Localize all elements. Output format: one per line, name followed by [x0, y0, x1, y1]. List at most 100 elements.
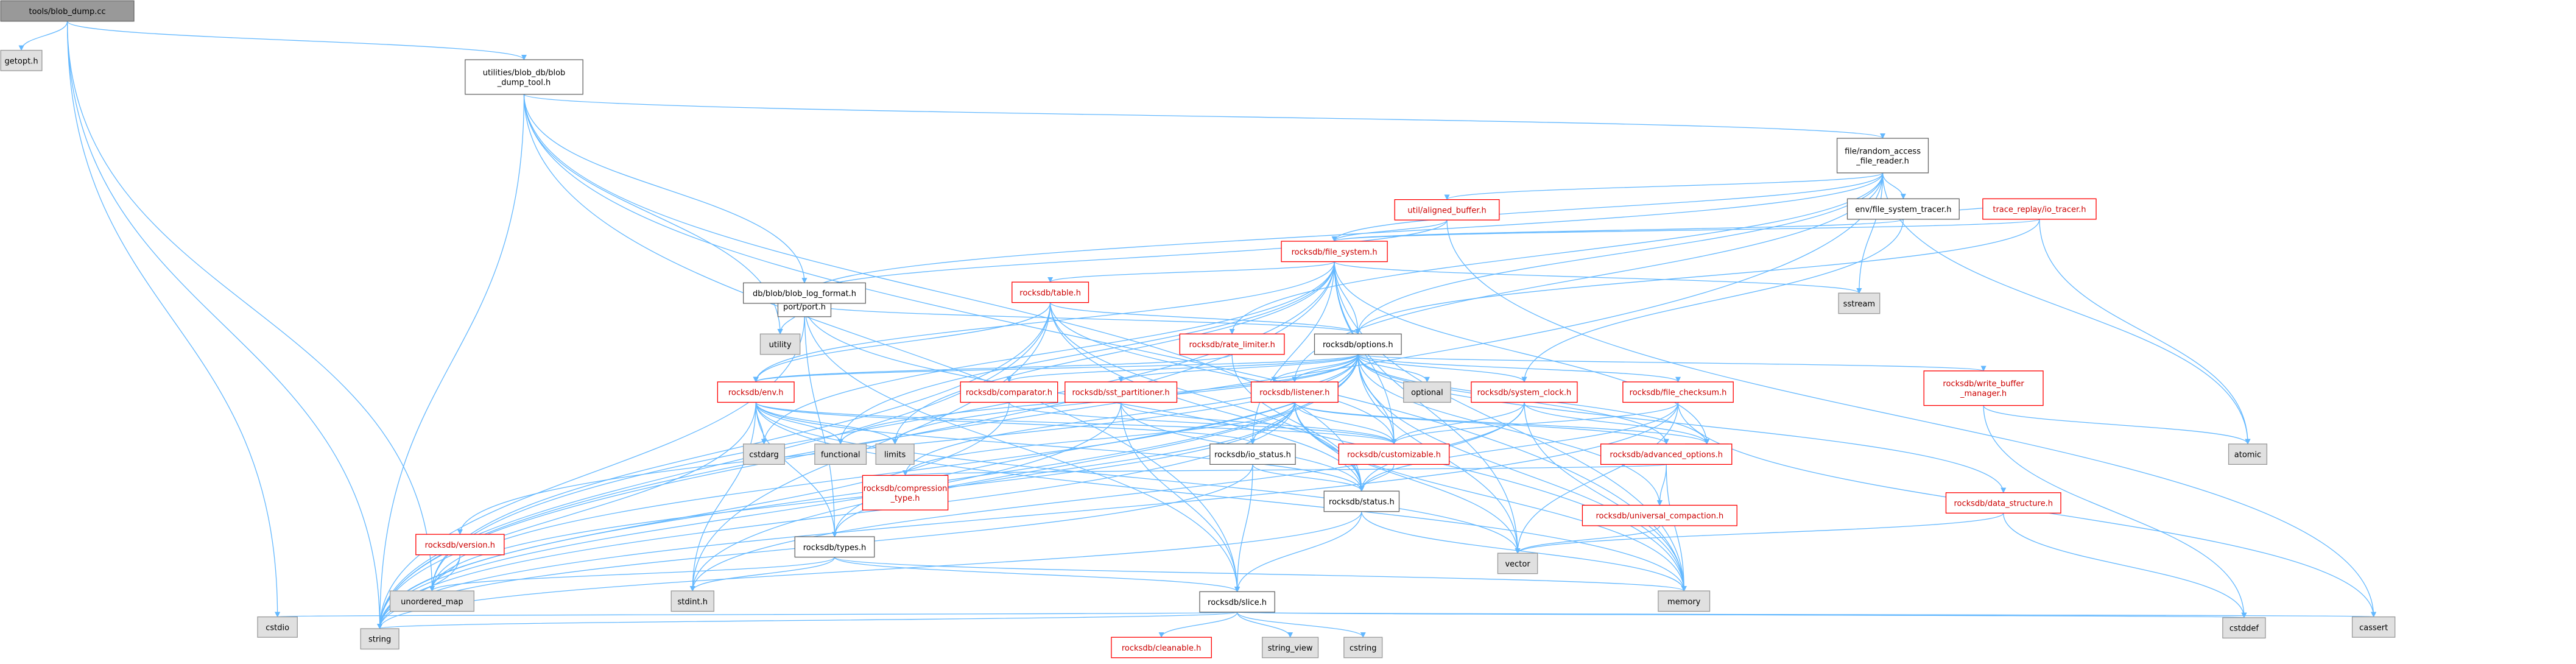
node-box — [814, 443, 867, 465]
edge-univcomp-to-vector — [1515, 525, 1660, 554]
node-version[interactable]: rocksdb/version.h — [415, 534, 505, 556]
node-listener[interactable]: rocksdb/listener.h — [1250, 381, 1339, 403]
node-box — [1314, 333, 1402, 355]
node-comparator[interactable]: rocksdb/comparator.h — [960, 381, 1058, 403]
node-box — [1179, 333, 1285, 355]
edge-env-to-memory — [755, 402, 1687, 592]
node-bloblog[interactable]: db/blob/blob_log_format.h — [743, 282, 866, 304]
node-label: string — [368, 635, 391, 645]
edge-sysclock-to-memory — [1524, 402, 1687, 592]
edge-sysclock-to-stdint — [689, 402, 1525, 592]
node-rafr[interactable]: file/random_access_file_reader.h — [1836, 138, 1929, 174]
edge-filesys-to-table — [1047, 261, 1335, 283]
edge-iotracer-to-atomic — [2039, 219, 2251, 445]
node-blobtool[interactable]: utilities/blob_db/blob_dump_tool.h — [465, 59, 583, 95]
node-customizable[interactable]: rocksdb/customizable.h — [1338, 443, 1450, 465]
edge-options-to-datastruct — [1357, 354, 2007, 493]
node-box — [0, 0, 135, 22]
node-label: db/blob/blob_log_format.h — [753, 289, 856, 298]
node-box — [2351, 616, 2396, 638]
node-box — [1471, 381, 1578, 403]
node-wbm[interactable]: rocksdb/write_buffer_manager.h — [1923, 370, 2044, 406]
edge-checksum-to-status — [1359, 402, 1679, 492]
node-checksum[interactable]: rocksdb/file_checksum.h — [1622, 381, 1734, 403]
edge-options-to-listener — [1292, 354, 1359, 383]
node-box — [1923, 370, 2044, 406]
node-options[interactable]: rocksdb/options.h — [1314, 333, 1402, 355]
edge-alignbuf-to-cassert — [1446, 220, 2377, 618]
edge-comparator-to-customizable — [1008, 402, 1397, 445]
node-stdint: stdint.h — [670, 590, 714, 612]
node-label: _dump_tool.h — [497, 78, 551, 87]
node-label: rocksdb/advanced_options.h — [1610, 451, 1723, 460]
node-label: stdint.h — [678, 598, 708, 607]
node-sstpart[interactable]: rocksdb/sst_partitioner.h — [1065, 381, 1178, 403]
edge-options-to-stddefh — [1271, 354, 1359, 383]
node-label: rocksdb/rate_limiter.h — [1189, 341, 1275, 350]
node-univcomp[interactable]: rocksdb/universal_compaction.h — [1582, 504, 1737, 526]
node-cleanable[interactable]: rocksdb/cleanable.h — [1111, 637, 1212, 659]
node-box — [465, 59, 583, 95]
node-box — [257, 616, 298, 638]
node-iostatus[interactable]: rocksdb/io_status.h — [1209, 443, 1296, 465]
node-advopts[interactable]: rocksdb/advanced_options.h — [1600, 443, 1733, 465]
node-root[interactable]: tools/blob_dump.cc — [0, 0, 135, 22]
node-fst[interactable]: env/file_system_tracer.h — [1846, 198, 1960, 220]
edge-types-to-memory — [834, 557, 1687, 592]
node-box — [1982, 198, 2097, 220]
node-status[interactable]: rocksdb/status.h — [1323, 490, 1400, 512]
node-sysclock[interactable]: rocksdb/system_clock.h — [1471, 381, 1578, 403]
edge-options-to-optional — [1357, 354, 1430, 383]
node-env[interactable]: rocksdb/env.h — [717, 381, 795, 403]
node-box — [1250, 381, 1339, 403]
node-table[interactable]: rocksdb/table.h — [1012, 281, 1089, 303]
edge-blobtool-to-bloblog — [523, 94, 808, 284]
node-label: atomic — [2234, 451, 2261, 460]
edge-root-to-getopt — [18, 21, 68, 51]
node-cstdio: cstdio — [257, 616, 298, 638]
node-label: rocksdb/options.h — [1323, 341, 1393, 350]
node-label: rocksdb/sst_partitioner.h — [1072, 389, 1170, 398]
edge-listener-to-comptype — [903, 402, 1295, 476]
node-datastruct[interactable]: rocksdb/data_structure.h — [1945, 492, 2061, 514]
node-label: vector — [1505, 560, 1530, 569]
edge-slice-to-cassert — [1236, 611, 2374, 618]
node-iotracer[interactable]: trace_replay/io_tracer.h — [1982, 198, 2097, 220]
node-label: rocksdb/slice.h — [1208, 598, 1267, 607]
node-types[interactable]: rocksdb/types.h — [794, 536, 875, 558]
edge-table-to-string — [377, 302, 1051, 629]
node-string_view: string_view — [1262, 637, 1319, 659]
node-functional: functional — [814, 443, 867, 465]
node-layer: tools/blob_dump.ccgetopt.hutilities/blob… — [0, 0, 2396, 659]
node-label: utility — [769, 341, 792, 350]
node-ratelim[interactable]: rocksdb/rate_limiter.h — [1179, 333, 1285, 355]
node-comptype[interactable]: rocksdb/compression_type.h — [862, 475, 949, 510]
node-box — [1497, 553, 1538, 574]
node-filesys[interactable]: rocksdb/file_system.h — [1281, 241, 1388, 263]
node-label: _manager.h — [1960, 389, 2007, 398]
edge-listener-to-string — [377, 402, 1295, 629]
edge-filesys-to-cstdarg — [761, 261, 1335, 445]
edge-options-to-customizable — [1357, 354, 1397, 445]
node-slice[interactable]: rocksdb/slice.h — [1199, 591, 1275, 613]
edge-listener-to-status — [1294, 402, 1365, 492]
node-box — [1199, 591, 1275, 613]
node-alignbuf[interactable]: util/aligned_buffer.h — [1394, 199, 1500, 221]
edge-filesys-to-unordered_map — [429, 261, 1335, 592]
edge-checksum-to-vector — [1515, 402, 1679, 554]
edge-blobtool-to-rafr — [523, 94, 1885, 139]
node-label: trace_replay/io_tracer.h — [1993, 205, 2086, 214]
edge-table-to-unordered_map — [429, 302, 1051, 592]
node-label: _type.h — [890, 494, 920, 503]
edge-iostatus-to-status — [1252, 464, 1365, 492]
edge-options-to-sstpart — [1118, 354, 1359, 383]
edge-blobtool-to-utility — [523, 94, 783, 335]
node-label: rocksdb/status.h — [1329, 498, 1395, 507]
node-label: cstddef — [2229, 624, 2259, 634]
edge-checksum-to-customizable — [1391, 402, 1679, 445]
edge-fst-to-filesys — [1332, 219, 1904, 242]
node-label: rocksdb/version.h — [425, 541, 495, 550]
edge-blobtool-to-slice — [523, 94, 1240, 593]
edge-status-to-slice — [1234, 511, 1362, 593]
node-label: rocksdb/system_clock.h — [1477, 389, 1572, 398]
